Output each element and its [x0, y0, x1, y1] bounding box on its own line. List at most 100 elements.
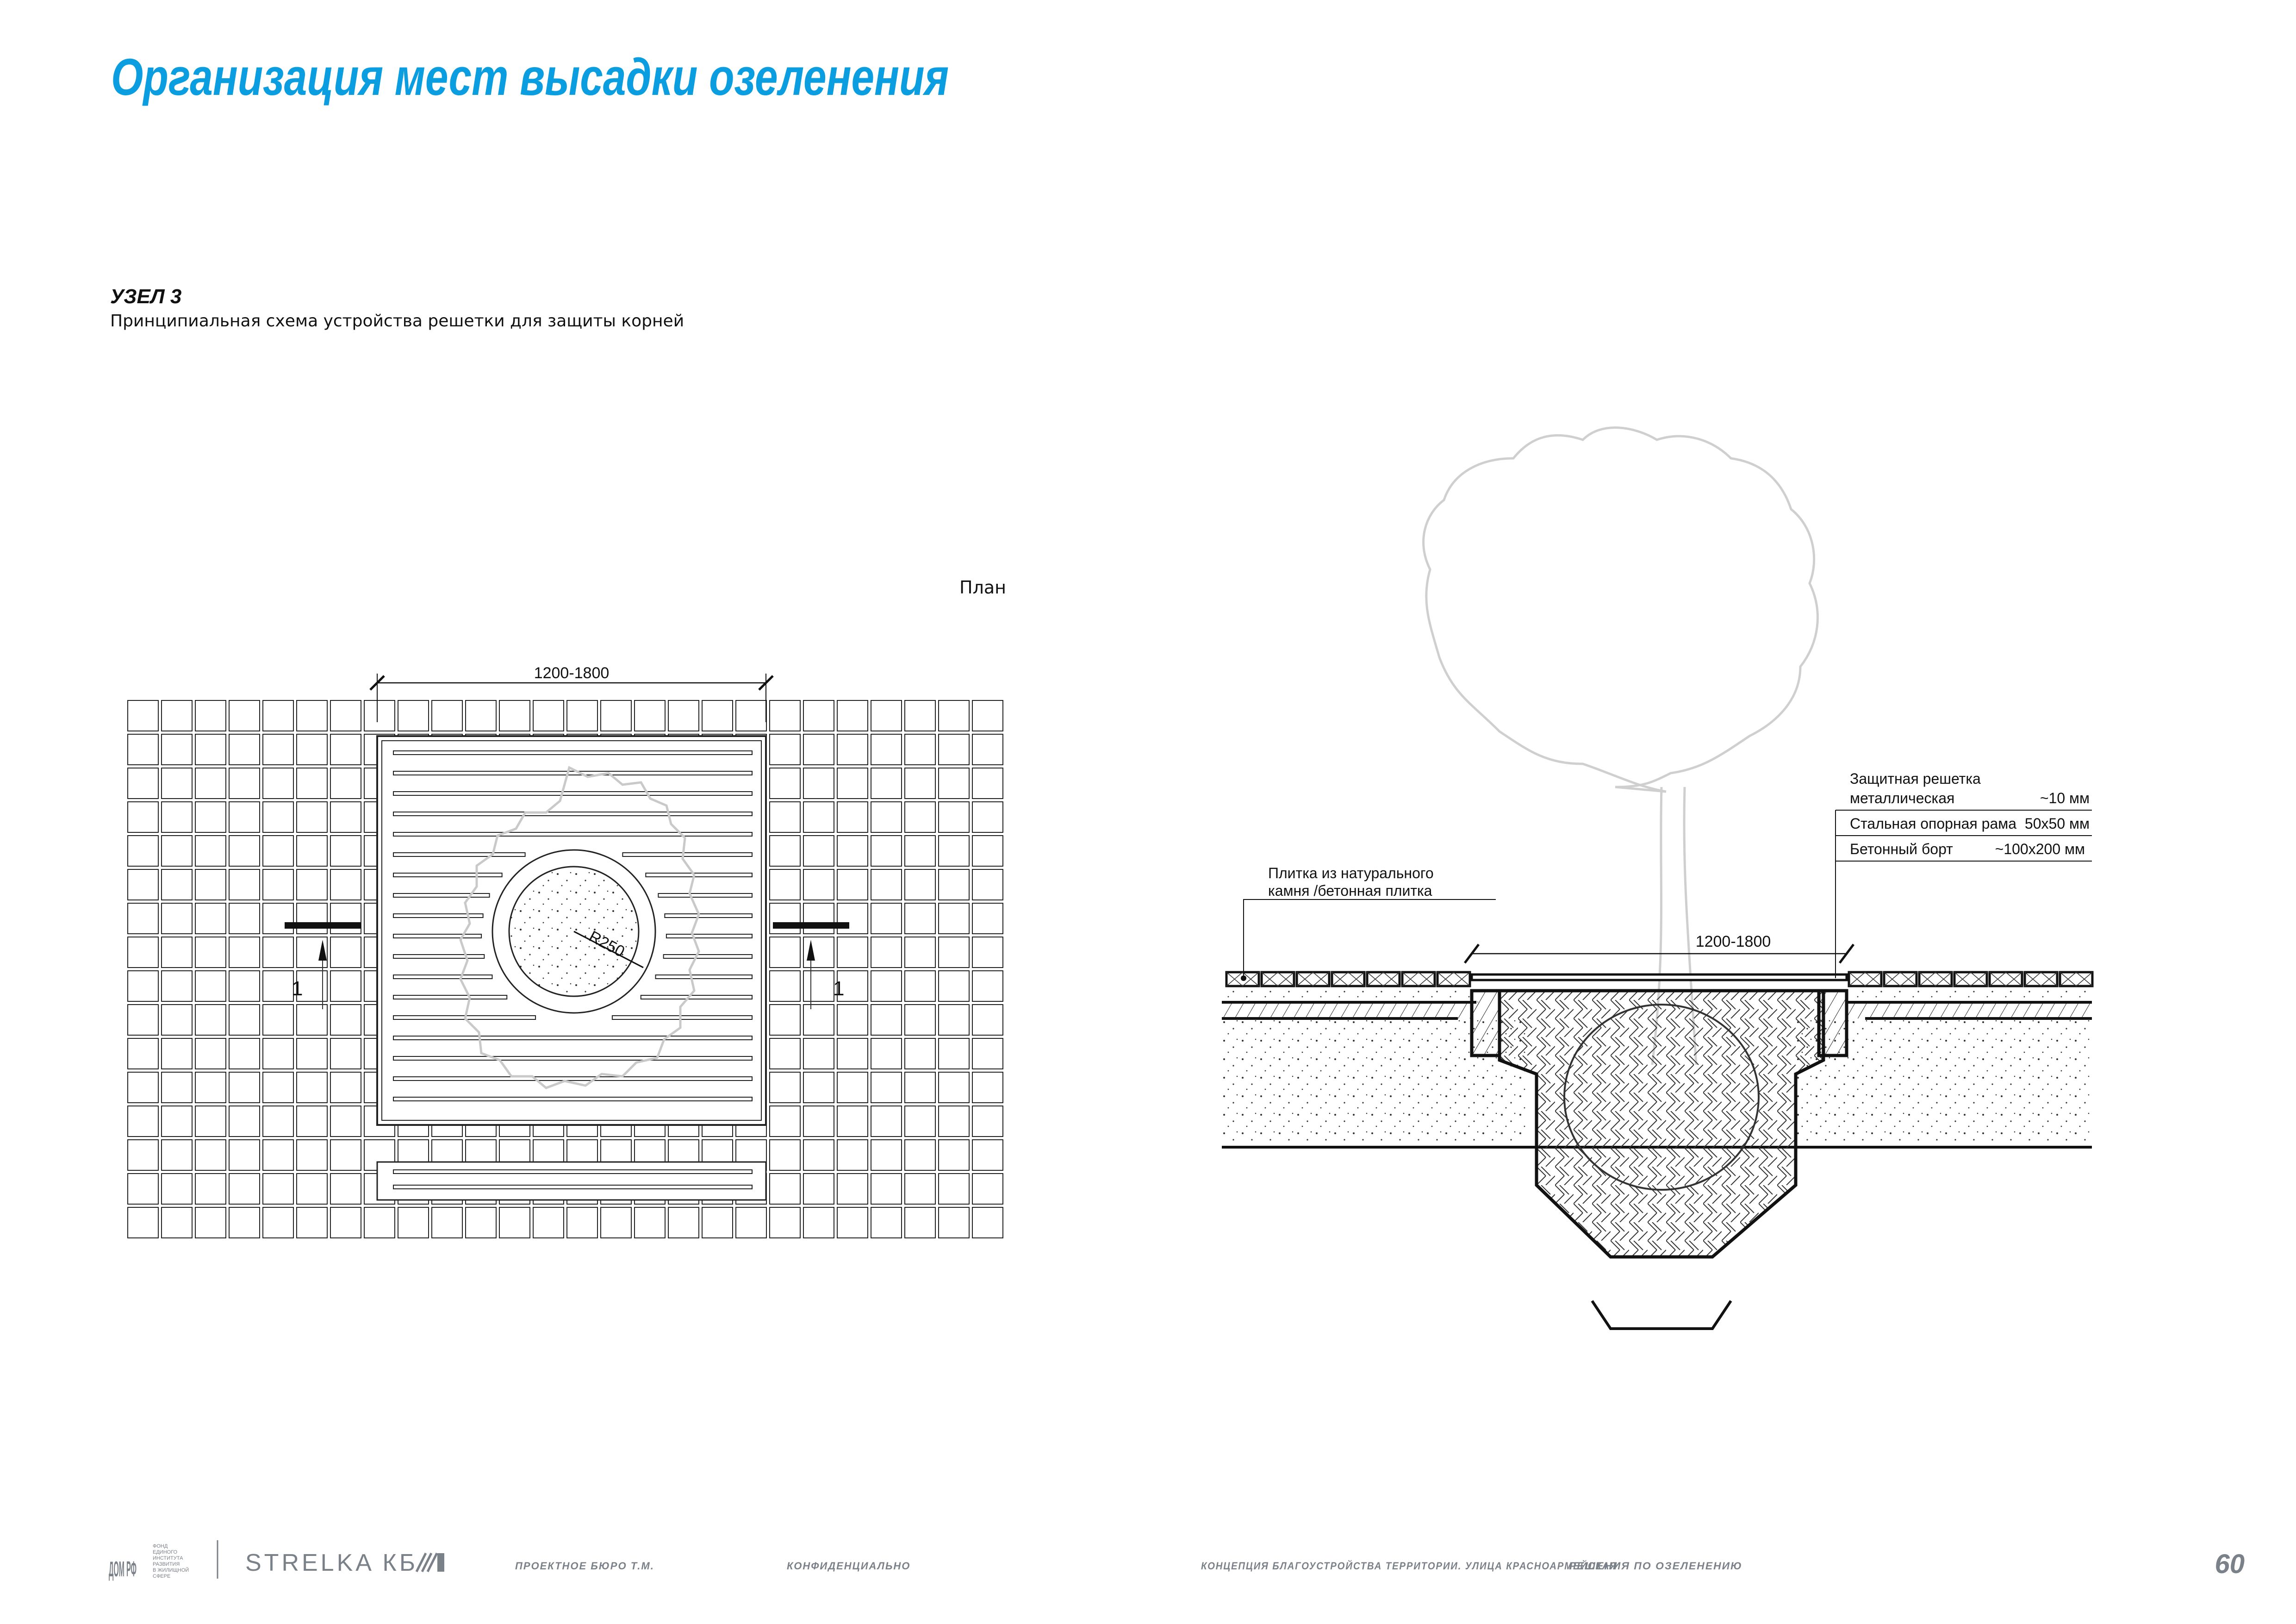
paving-tile	[871, 1207, 902, 1238]
paving-tile	[229, 1004, 260, 1036]
paving-tile	[161, 1004, 193, 1036]
paving-tile	[161, 1072, 193, 1103]
concrete-curb-left	[1470, 989, 1501, 1057]
cut-mark-left-label: 1	[292, 977, 303, 1000]
grate-slat	[393, 1076, 753, 1081]
legend-grate-line1: Защитная решетка	[1850, 770, 1981, 787]
paving-tile	[837, 700, 868, 731]
paving-tile	[702, 1207, 733, 1238]
paving-tile	[127, 700, 159, 731]
paving-tile	[938, 937, 970, 968]
paving-tile	[161, 700, 193, 731]
paving-tile	[161, 903, 193, 934]
paving-tile	[803, 970, 834, 1002]
paving-tile	[871, 835, 902, 867]
paving-tile	[837, 768, 868, 799]
paving-tile	[938, 801, 970, 833]
paving-tile	[938, 903, 970, 934]
paving-tile	[161, 734, 193, 765]
paving-tile	[769, 1106, 801, 1137]
grate-slat	[393, 934, 482, 938]
paving-tile	[127, 835, 159, 867]
paving-tile	[296, 1072, 328, 1103]
paving-tile	[229, 903, 260, 934]
paving-label-line1: Плитка из натурального	[1268, 865, 1434, 881]
paving-tile	[229, 801, 260, 833]
planting-pit	[1498, 989, 1825, 1259]
section-tile	[1331, 971, 1366, 987]
legend-curb-value: ~100x200 мм	[1995, 841, 2085, 857]
paving-tile	[262, 768, 294, 799]
paving-tile	[262, 903, 294, 934]
paving-tile	[871, 937, 902, 968]
dom-rf-text: ЕДИНОГО	[153, 1549, 178, 1555]
paving-tile	[803, 1004, 834, 1036]
paving-tile	[938, 700, 970, 731]
paving-tile	[938, 1106, 970, 1137]
paving-tile	[972, 1173, 1003, 1205]
paving-tile	[938, 1139, 970, 1171]
paving-tile	[127, 937, 159, 968]
grate-slat	[664, 913, 753, 918]
footer-confidential: КОНФИДЕНЦИАЛЬНО	[787, 1560, 910, 1572]
paving-tile	[127, 869, 159, 900]
paving-tile	[735, 1207, 767, 1238]
section-tile	[1988, 971, 2023, 987]
paving-tile	[871, 1004, 902, 1036]
plan-dimension: 1200-1800	[534, 664, 610, 682]
paving-tile	[566, 700, 598, 731]
paving-tile	[262, 734, 294, 765]
paving-tile	[668, 1207, 699, 1238]
paving-tile	[296, 1004, 328, 1036]
paving-tile	[972, 1072, 1003, 1103]
paving-tile	[229, 937, 260, 968]
grate-slat	[393, 893, 490, 898]
paving-tile	[127, 768, 159, 799]
paving-tile	[296, 1207, 328, 1238]
paving-tile	[904, 937, 936, 968]
paving-tile	[938, 734, 970, 765]
dom-rf-text: РАЗВИТИЯ	[153, 1562, 180, 1567]
grate-slat	[393, 750, 753, 755]
paving-tile	[330, 1207, 361, 1238]
paving-tile	[262, 869, 294, 900]
paving-tile	[769, 1038, 801, 1069]
grate-slat	[393, 995, 508, 999]
paving-tile	[938, 1072, 970, 1103]
steel-grate	[1470, 973, 1848, 981]
paving-tile	[938, 1173, 970, 1205]
section-tile	[2059, 971, 2094, 987]
paving-tile	[161, 1106, 193, 1137]
paving-tile	[195, 801, 226, 833]
paving-tile	[195, 1038, 226, 1069]
paving-tile	[296, 1038, 328, 1069]
paving-tile	[161, 835, 193, 867]
paving-tile	[127, 1173, 159, 1205]
paving-tile	[195, 1106, 226, 1137]
paving-tile	[803, 768, 834, 799]
paving-tile	[871, 801, 902, 833]
paving-tile	[262, 1173, 294, 1205]
paving-tile	[330, 869, 361, 900]
paving-tile	[837, 734, 868, 765]
paving-tile	[229, 1173, 260, 1205]
section-tile	[1436, 971, 1471, 987]
paving-tile	[904, 970, 936, 1002]
paving-tile	[229, 1106, 260, 1137]
paving-tile	[296, 1139, 328, 1171]
paving-tile	[195, 835, 226, 867]
canopy-outline	[459, 766, 700, 1089]
section-cut-mark-left	[285, 922, 361, 929]
paving-tile	[398, 1207, 429, 1238]
paving-tile	[229, 1139, 260, 1171]
paving-tile	[262, 700, 294, 731]
paving-tile	[769, 734, 801, 765]
paving-tile	[195, 903, 226, 934]
paving-tile	[904, 1072, 936, 1103]
paving-tile	[600, 1207, 632, 1238]
footer-chapter: РЕШЕНИЯ ПО ОЗЕЛЕНЕНИЮ	[1569, 1560, 1742, 1572]
paving-tile	[229, 869, 260, 900]
paving-tile	[837, 937, 868, 968]
paving-tile	[161, 801, 193, 833]
paving-tile	[296, 835, 328, 867]
